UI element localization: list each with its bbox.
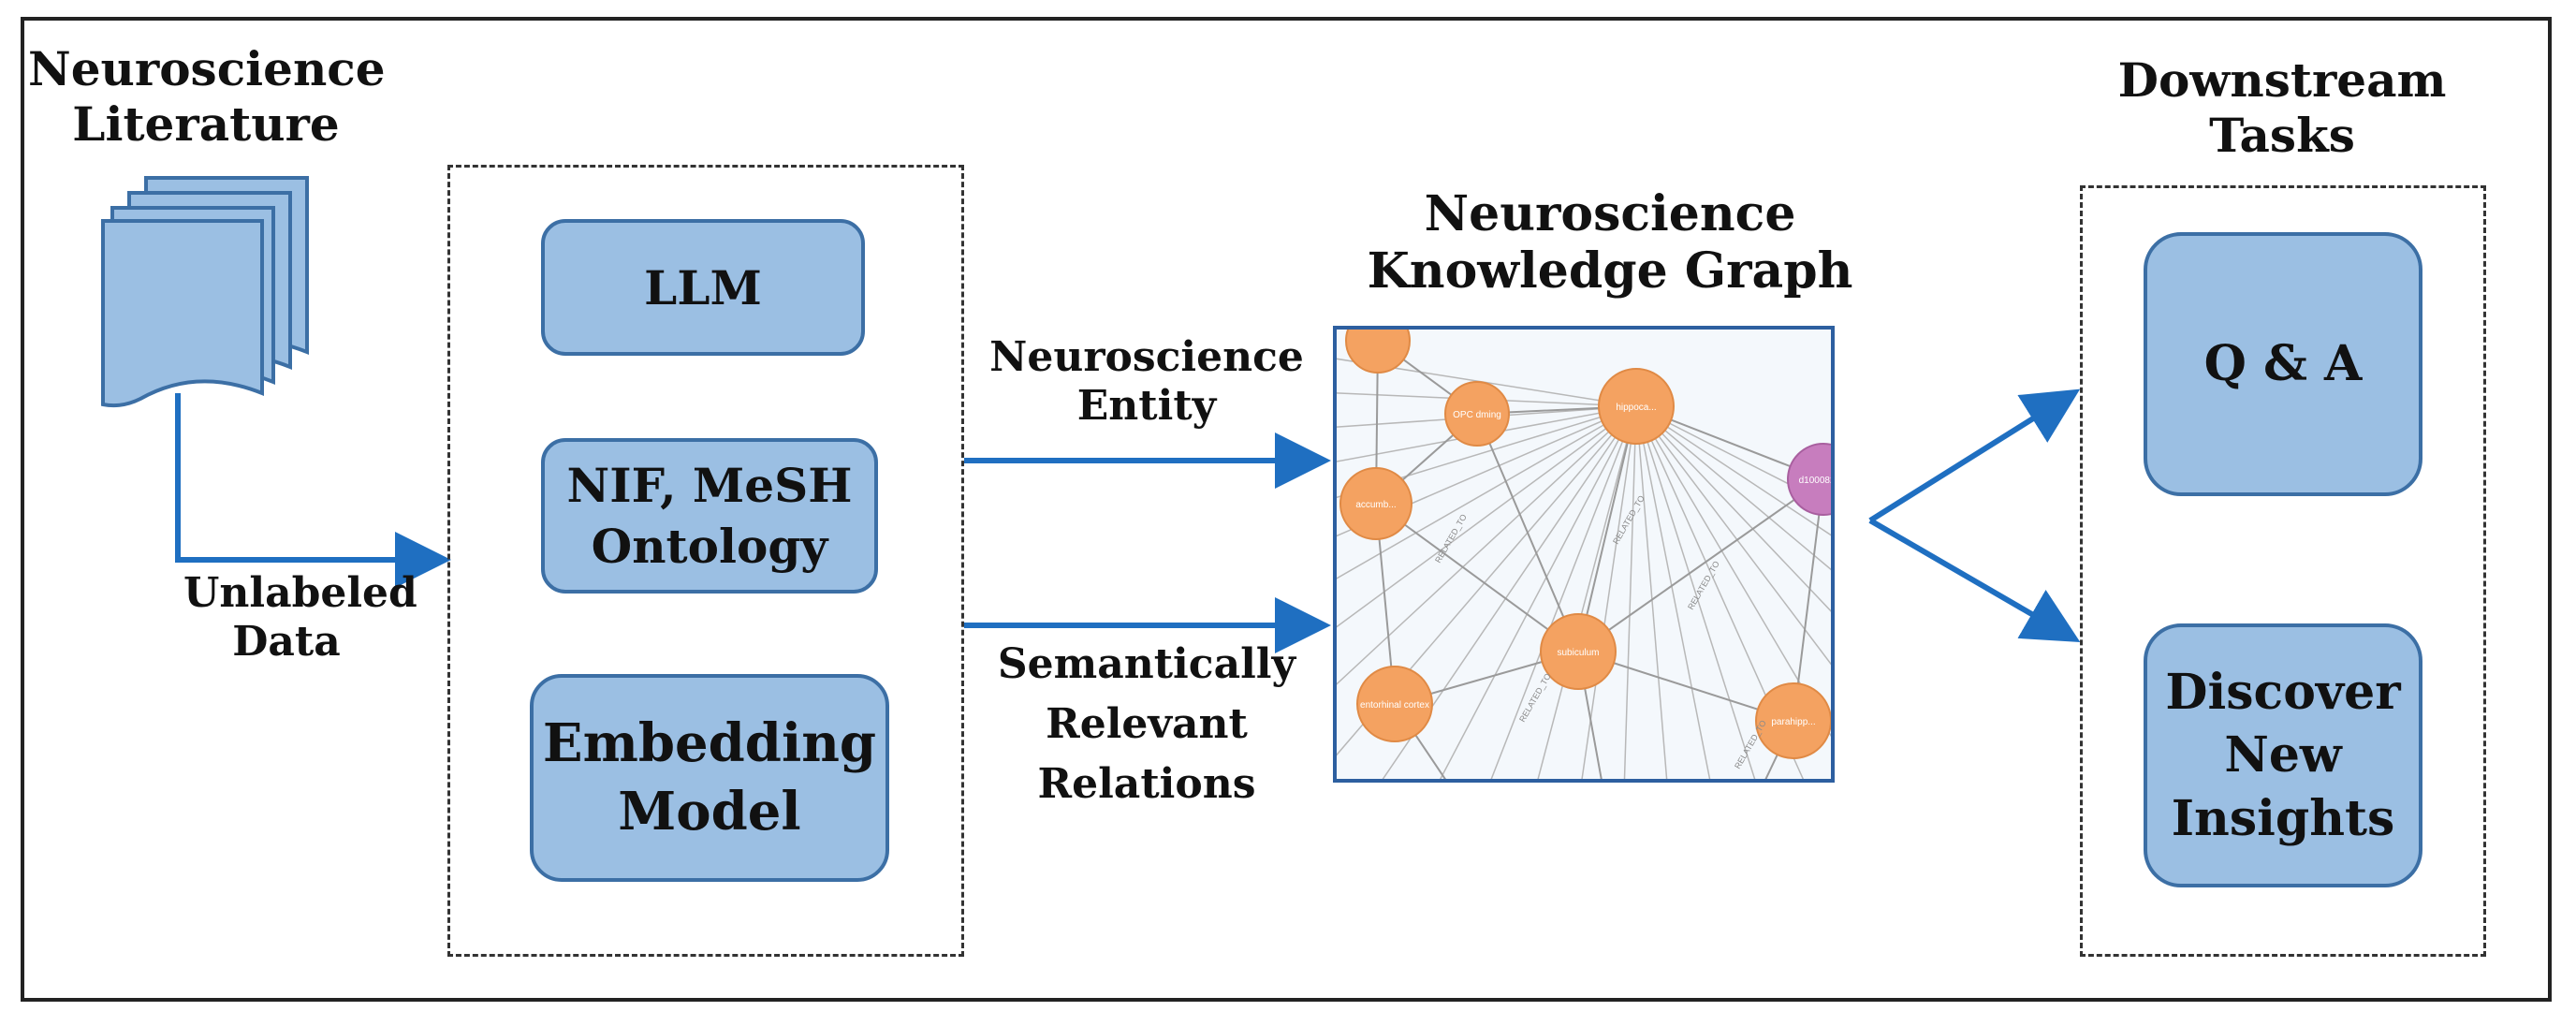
graph-edge: [1337, 405, 1637, 756]
downstream-title: Downstream Tasks: [2117, 52, 2447, 163]
graph-node: [1444, 381, 1510, 447]
graph-edge-label: RELATED_TO: [1611, 494, 1647, 546]
graph-node: [1356, 666, 1433, 742]
graph-node-label: d1000823...: [1799, 476, 1831, 486]
embedding-model-box: Embedding Model: [530, 674, 889, 882]
graph-edge: [1337, 392, 1637, 407]
graph-edge: [1635, 405, 1831, 738]
graph-edge: [1623, 405, 1637, 779]
llm-box: LLM: [541, 219, 865, 356]
graph-edge: [1793, 478, 1824, 722]
graph-edge: [1337, 358, 1637, 407]
qa-box: Q & A: [2144, 232, 2422, 496]
graph-edge: [1635, 405, 1711, 779]
graph-node-label: hippoca...: [1616, 403, 1656, 413]
graph-edge: [1337, 405, 1637, 628]
graph-edge: [1635, 405, 1831, 536]
graph-edge: [1337, 405, 1637, 428]
graph-edge: [1581, 405, 1637, 779]
graph-node-label: entorhinal cortex: [1360, 700, 1429, 711]
relations-label: Semantically Relevant Relations: [997, 640, 1296, 808]
downstream-group: [2080, 185, 2486, 957]
graph-edge: [1635, 405, 1831, 571]
to-insights-arrow: [1868, 518, 2081, 643]
graph-edge: [1577, 405, 1637, 652]
knowledge-graph-canvas: OPC dming hippoca... accumb... d1000823... e…: [1337, 330, 1831, 779]
knowledge-graph-panel: OPC dming hippoca... accumb... d1000823... e…: [1333, 326, 1835, 783]
graph-node-label: subiculum: [1557, 648, 1599, 658]
processing-group: [447, 165, 964, 957]
graph-edge: [1635, 405, 1831, 612]
graph-edge: [1635, 405, 1831, 506]
graph-node-label: accumb...: [1355, 500, 1396, 510]
unlabeled-data-arrow: [175, 393, 451, 588]
figure-frame: [21, 17, 2552, 1002]
graph-node-label: parahipp...: [1771, 717, 1815, 727]
graph-edge: [1577, 478, 1824, 652]
document-stack-icon: [101, 176, 309, 408]
graph-node: [1345, 330, 1411, 374]
graph-edge: [1490, 405, 1637, 779]
graph-edge: [1537, 405, 1637, 779]
graph-node: [1598, 368, 1675, 445]
graph-edge: [1337, 405, 1637, 579]
graph-edge: [1635, 405, 1668, 779]
graph-edge: [1476, 413, 1579, 652]
graph-edge: [1375, 503, 1579, 652]
ontology-box: NIF, MeSH Ontology: [541, 438, 878, 594]
entity-label: Neuroscience Entity: [989, 333, 1304, 430]
unlabeled-data-label: Unlabeled Data: [183, 569, 417, 666]
graph-node: [1339, 467, 1412, 540]
graph-edge: [1382, 405, 1637, 779]
graph-edge: [1635, 405, 1756, 779]
graph-node: [1787, 443, 1831, 516]
graph-edge: [1440, 405, 1637, 779]
literature-title: Neuroscience Literature: [28, 41, 386, 152]
discover-insights-box: Discover New Insights: [2144, 623, 2422, 887]
graph-edge: [1635, 405, 1805, 779]
graph-node-label: OPC dming: [1453, 410, 1501, 420]
to-qa-arrow: [1868, 388, 2081, 523]
graph-edge: [1635, 405, 1831, 666]
graph-edge: [1337, 405, 1637, 462]
graph-edge: [1337, 405, 1637, 685]
knowledge-graph-title: Neuroscience Knowledge Graph: [1367, 185, 1853, 300]
graph-node: [1540, 613, 1617, 690]
graph-node: [1755, 682, 1831, 759]
